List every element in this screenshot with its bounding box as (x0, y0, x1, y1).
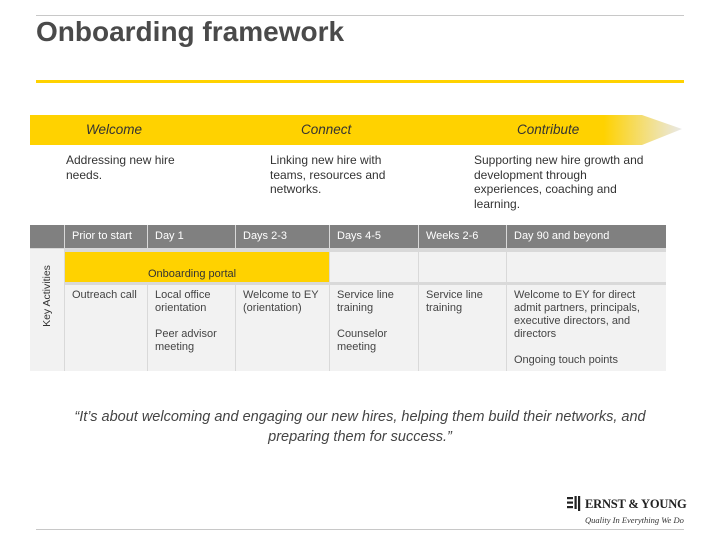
logo-tagline: Quality In Everything We Do (585, 515, 684, 525)
onboarding-portal-label: Onboarding portal (148, 268, 237, 280)
table-cell: Service line training Counselor meeting (330, 285, 418, 371)
phase-connect-description: Linking new hire with teams, resources a… (270, 153, 386, 196)
activity-text: Service line training (426, 289, 483, 314)
activity-text: Welcome to EY for direct admit partners,… (514, 289, 640, 340)
phase-welcome-label: Welcome (86, 122, 143, 137)
column-header: Days 2-3 (236, 225, 329, 248)
table-cell: Service line training (419, 285, 506, 371)
table-cell: Local office orientation Peer advisor me… (148, 285, 235, 371)
activity-text: Outreach call (72, 289, 137, 301)
activity-text: Counselor meeting (337, 328, 388, 353)
table-cell (419, 252, 506, 282)
top-divider (36, 15, 684, 16)
column-header: Day 90 and beyond (507, 225, 666, 248)
logo-mark-icon (567, 496, 581, 511)
row-label-cell (30, 249, 64, 371)
activity-text: Welcome to EY (orientation) (243, 289, 319, 314)
quote: “It’s about welcoming and engaging our n… (74, 409, 646, 445)
company-logo: ERNST & YOUNG Quality In Everything We D… (566, 494, 687, 530)
phase-contribute-label: Contribute (517, 122, 580, 137)
table-cell: Outreach call (65, 285, 147, 371)
header-corner (30, 225, 64, 248)
phase-connect-label: Connect (301, 122, 352, 137)
key-activities-label: Key Activities (41, 265, 53, 327)
table-cell: Welcome to EY (orientation) (236, 285, 329, 371)
activity-text: Local office orientation (155, 289, 211, 314)
column-header: Day 1 (148, 225, 235, 248)
column-header: Prior to start (65, 225, 147, 248)
title-underline (36, 80, 684, 83)
table-cell (507, 252, 666, 282)
phase-arrow (30, 115, 682, 145)
row-label: Key Activities (33, 248, 61, 344)
page-title: Onboarding framework (36, 16, 345, 47)
column-header: Days 4-5 (330, 225, 418, 248)
onboarding-portal-bar (65, 252, 329, 282)
table-cell: Welcome to EY for direct admit partners,… (507, 285, 666, 371)
table-cell (330, 252, 418, 282)
column-header: Weeks 2-6 (419, 225, 506, 248)
activity-text: Peer advisor meeting (155, 328, 217, 353)
phase-welcome-description: Addressing new hire needs. (66, 153, 175, 182)
activities-table: Prior to start Day 1 Days 2-3 Days 4-5 W… (30, 225, 666, 371)
phase-contribute-description: Supporting new hire growth and developme… (474, 153, 644, 211)
activity-text: Ongoing touch points (514, 354, 618, 366)
bottom-divider (36, 529, 684, 530)
activity-text: Service line training (337, 289, 394, 314)
logo-wordmark: ERNST & YOUNG (585, 497, 687, 511)
